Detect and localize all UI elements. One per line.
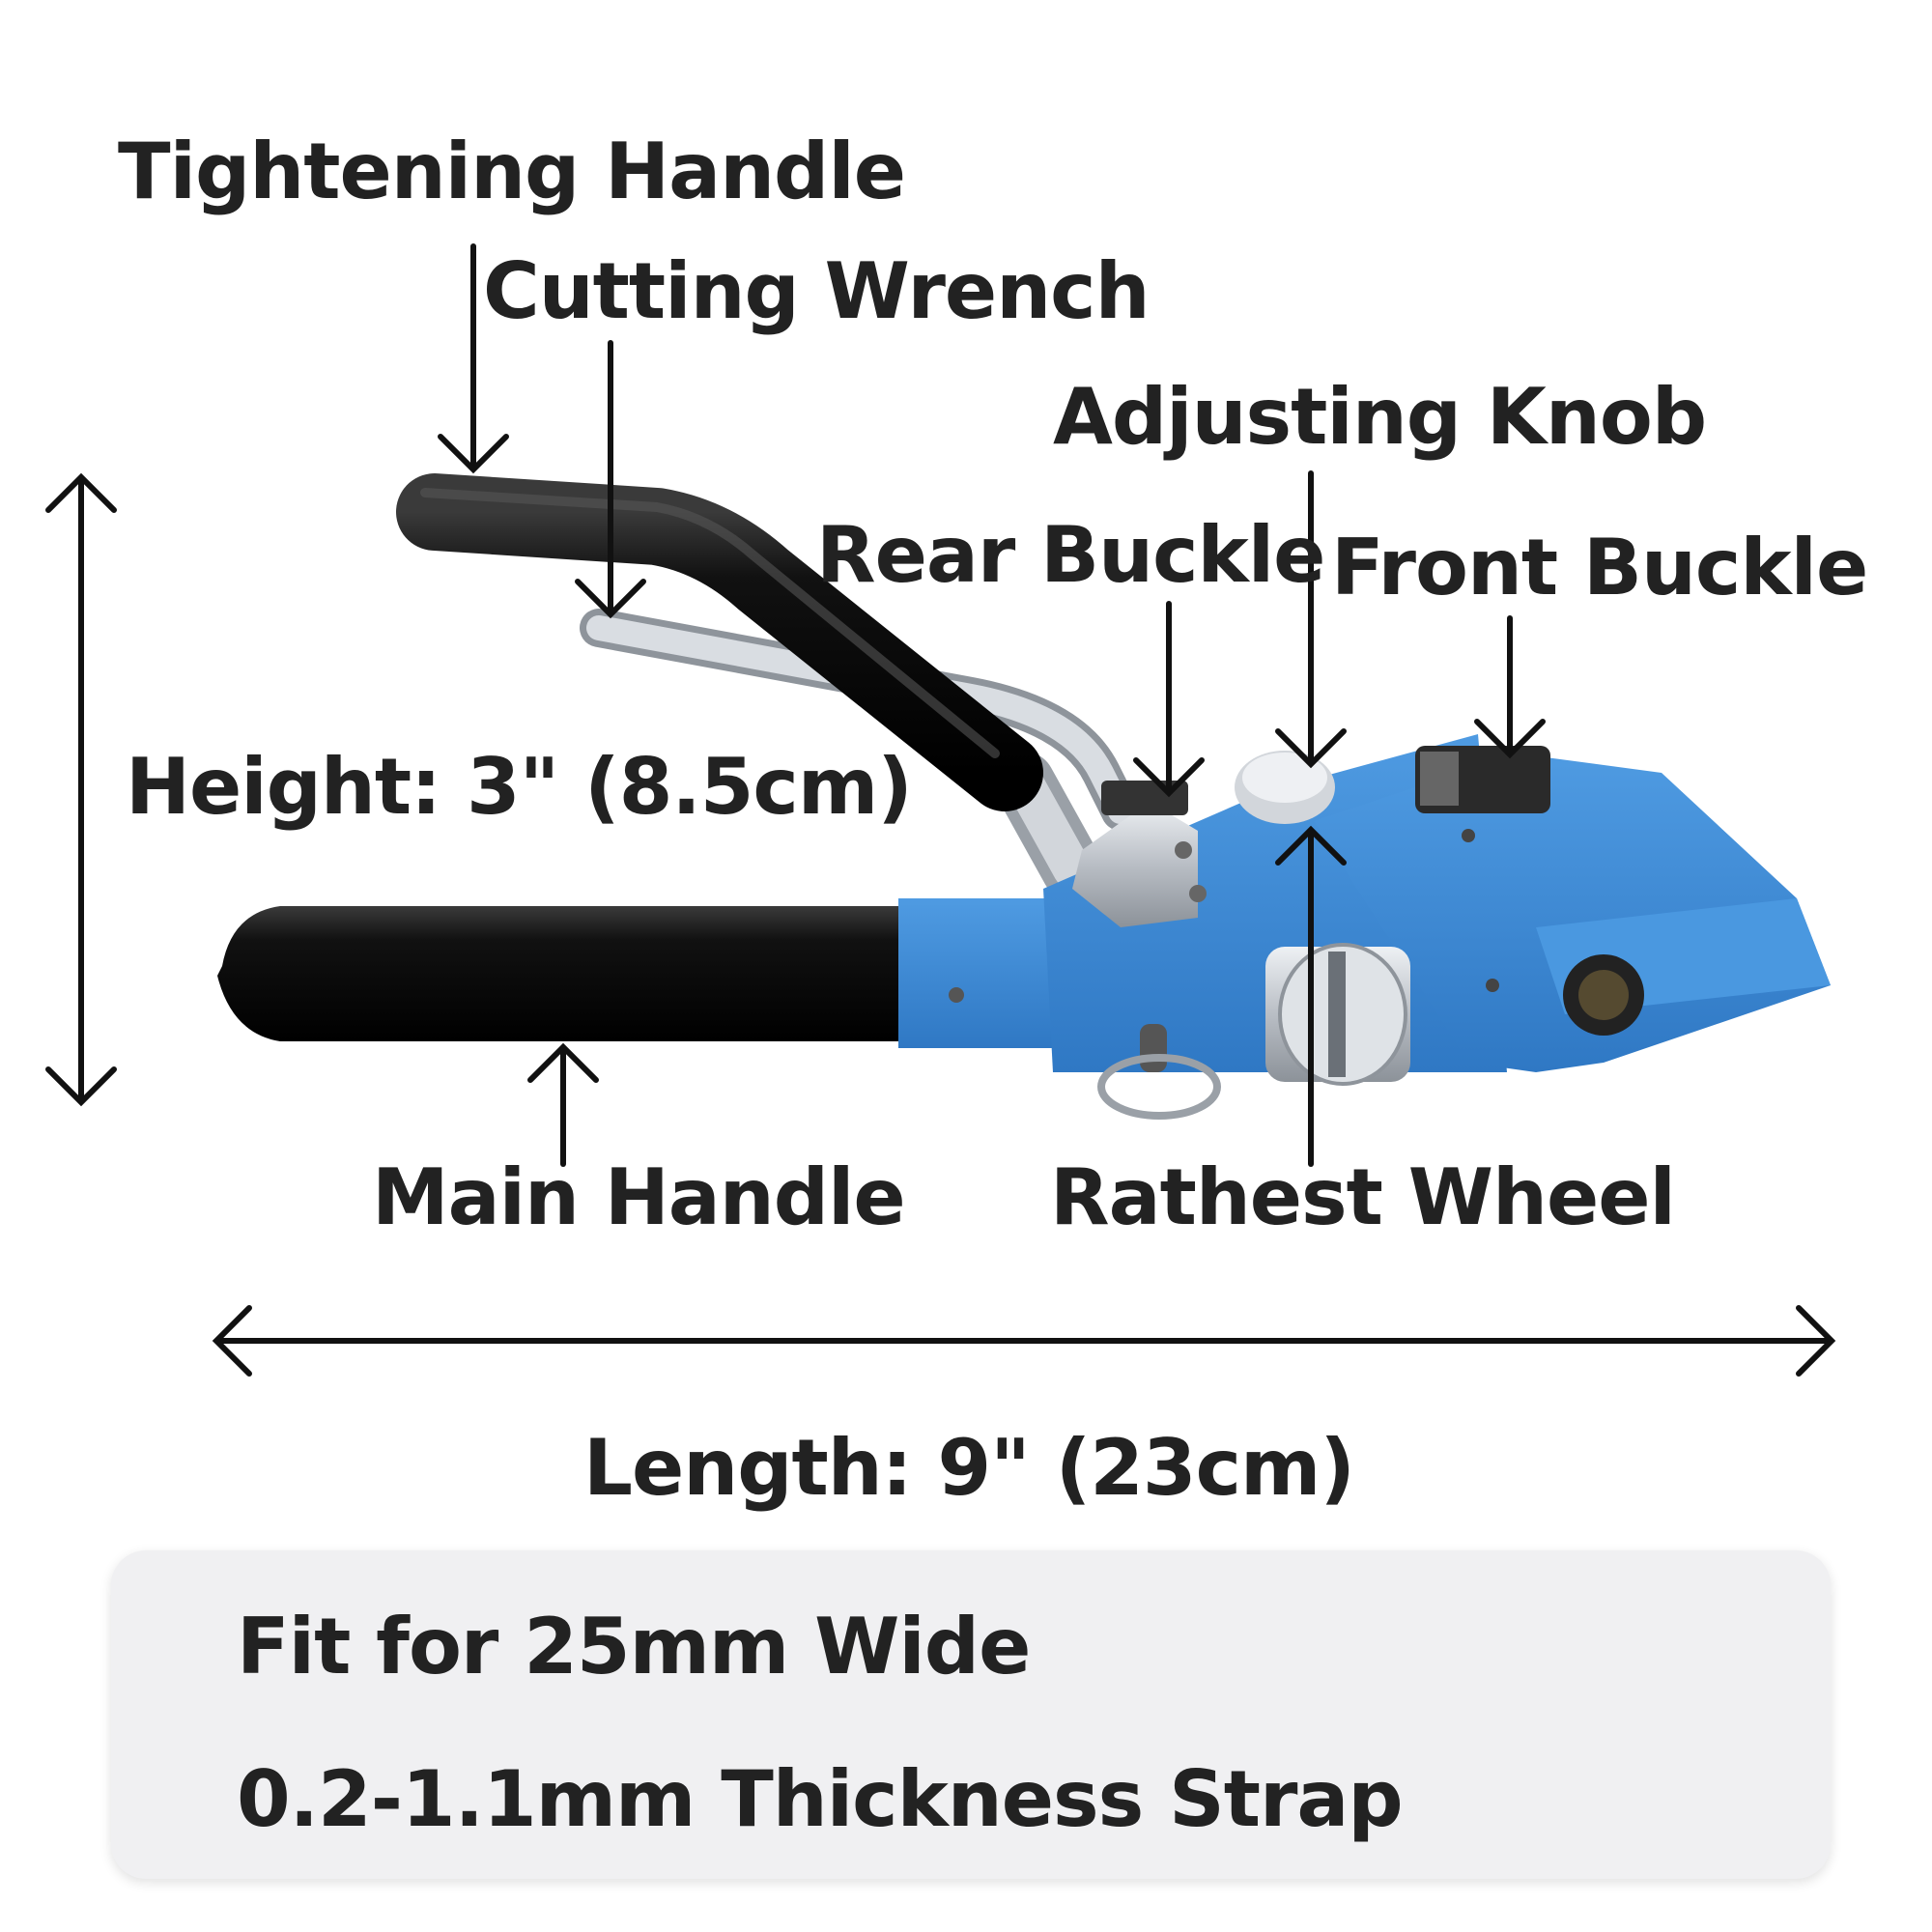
spec-box: Fit for 25mm Wide 0.2-1.1mm Thickness St… bbox=[111, 1550, 1831, 1879]
length-arrow bbox=[212, 1305, 1836, 1377]
rathest-wheel-pointer bbox=[1275, 825, 1347, 1167]
tightening-handle-pointer bbox=[438, 243, 509, 474]
rear-buckle-pointer bbox=[1133, 601, 1205, 798]
pull-ring bbox=[1097, 1024, 1221, 1120]
front-buckle-label: Front Buckle bbox=[1331, 523, 1868, 612]
front-buckle-pointer bbox=[1474, 615, 1546, 759]
spec-thickness-text: 0.2-1.1mm Thickness Strap bbox=[237, 1754, 1404, 1844]
cutting-wrench-label: Cutting Wrench bbox=[483, 246, 1151, 336]
cutting-wrench bbox=[580, 609, 1140, 831]
rear-buckle bbox=[1072, 781, 1207, 927]
tightening-handle-label: Tightening Handle bbox=[118, 127, 906, 216]
main-handle-label: Main Handle bbox=[372, 1152, 906, 1242]
cutting-wrench-pointer bbox=[575, 340, 646, 619]
adjusting-knob-label: Adjusting Knob bbox=[1053, 372, 1707, 462]
adjusting-knob bbox=[1235, 751, 1335, 824]
front-buckle bbox=[1415, 746, 1550, 813]
main-handle bbox=[217, 898, 1053, 1048]
rear-buckle-label: Rear Buckle bbox=[816, 510, 1325, 600]
ratchet-wheel bbox=[1265, 943, 1410, 1086]
tightening-handle bbox=[396, 473, 1103, 900]
main-handle-pointer bbox=[527, 1042, 599, 1167]
adjusting-knob-pointer bbox=[1275, 470, 1347, 769]
height-arrow bbox=[45, 472, 117, 1107]
length-label: Length: 9" (23cm) bbox=[583, 1423, 1355, 1513]
rathest-wheel-label: Rathest Wheel bbox=[1050, 1152, 1676, 1242]
height-label: Height: 3" (8.5cm) bbox=[126, 742, 913, 832]
spec-width-text: Fit for 25mm Wide bbox=[237, 1602, 1031, 1691]
